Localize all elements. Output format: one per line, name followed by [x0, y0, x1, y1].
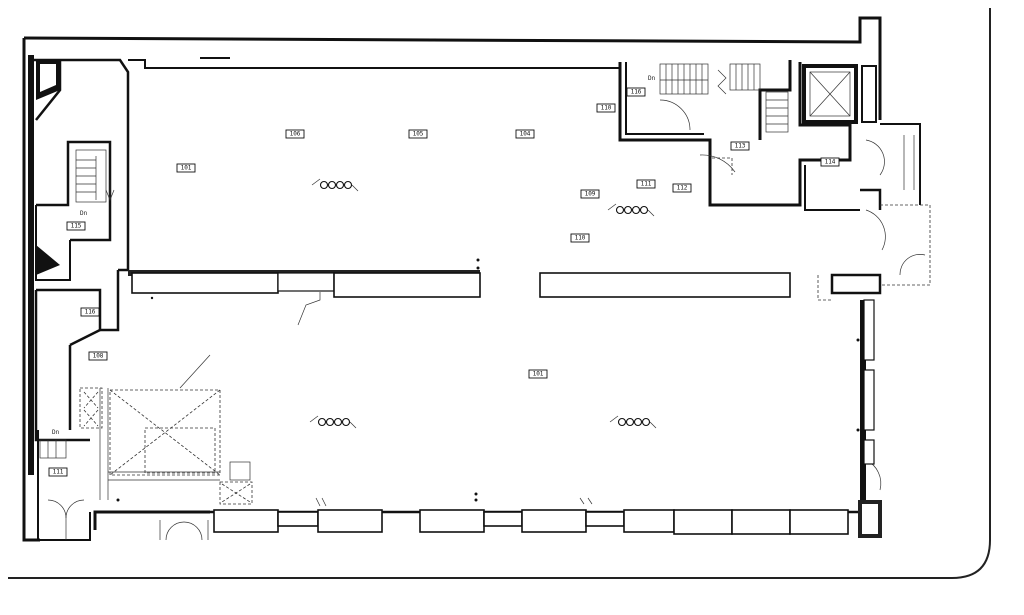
bottom-left-stair: Dn [39, 429, 85, 540]
room-tag: 116 [626, 87, 646, 97]
room-tag-text: 116 [631, 89, 642, 96]
upper-hall-walls [128, 57, 620, 69]
room-tag-text: 114 [825, 159, 836, 166]
light-fixture-3 [309, 415, 357, 429]
bottom-windows [159, 509, 849, 541]
room-tag-text: 109 [585, 191, 596, 198]
left-staircase: Dn [75, 149, 115, 217]
room-tag: 104 [515, 129, 535, 139]
room-tag-text: 111 [641, 181, 652, 188]
room-tag-text: 113 [735, 143, 746, 150]
room-tag: 111 [48, 467, 68, 477]
left-service-walls [34, 58, 130, 541]
room-tag-text: 112 [677, 185, 688, 192]
central-partition [128, 258, 791, 326]
room-tag-text: 105 [413, 131, 424, 138]
room-tag-text: 106 [290, 131, 301, 138]
room-tag: 109 [580, 189, 600, 199]
light-fixture-2 [607, 203, 655, 217]
room-tag: 108 [88, 351, 108, 361]
room-tag-text: 115 [71, 223, 82, 230]
room-tag: 114 [820, 157, 840, 167]
room-tag: 110 [570, 233, 590, 243]
room-tag: 116 [80, 307, 100, 317]
room-tag: 105 [408, 129, 428, 139]
room-tag: 101 [176, 163, 196, 173]
entrance-vestibule [699, 123, 931, 491]
misc-marks [116, 296, 860, 507]
core-walls [618, 60, 882, 211]
room-tag-text: 111 [53, 469, 64, 476]
room-tag: 112 [672, 183, 692, 193]
room-tag-text: 108 [93, 353, 104, 360]
room-tag-text: 101 [181, 165, 192, 172]
light-fixture-4 [609, 415, 657, 429]
room-tag-text: 110 [575, 235, 586, 242]
stair-dn-label-bottom: Dn [52, 429, 60, 436]
room-tag: 101 [528, 369, 548, 379]
room-tag: 113 [730, 141, 750, 151]
room-tag: 111 [636, 179, 656, 189]
top-staircase: Dn [648, 63, 789, 133]
room-tag-text: 116 [85, 309, 96, 316]
room-tag-text: 101 [533, 371, 544, 378]
room-tag-text: 110 [601, 105, 612, 112]
stair-dn-label-left: Dn [80, 210, 88, 217]
room-tag: 115 [66, 221, 86, 231]
room-tag: 106 [285, 129, 305, 139]
sheet-border [8, 8, 991, 579]
room-tag-text: 104 [520, 131, 531, 138]
lift-shaft [802, 64, 877, 124]
stair-dn-label-top: Dn [648, 75, 656, 82]
right-side-windows [863, 299, 875, 465]
room-tag: 110 [596, 103, 616, 113]
fixture-area [79, 354, 253, 505]
light-fixture-1 [311, 178, 359, 192]
